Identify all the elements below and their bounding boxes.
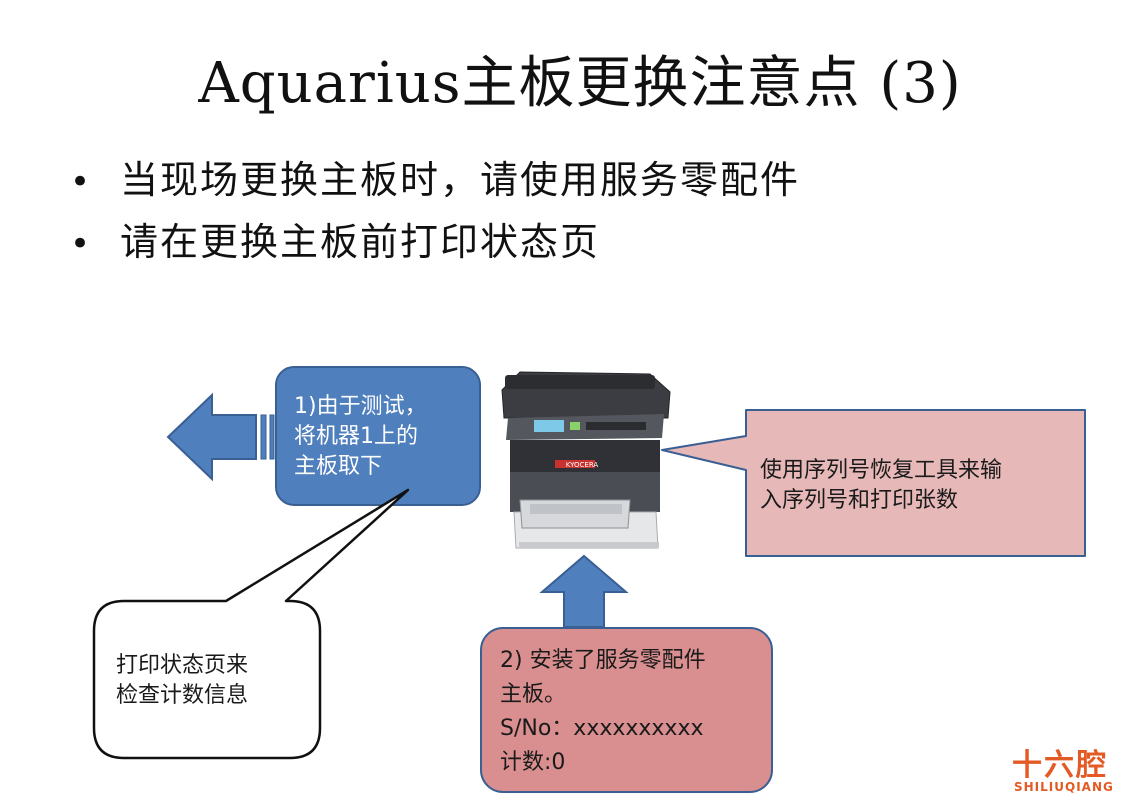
callout-line: S/No：xxxxxxxxxx (500, 716, 704, 741)
callout-line: 检查计数信息 (116, 683, 249, 708)
bullet-text: 请在更换主板前打印状态页 (120, 220, 601, 264)
callout-line: 1)由于测试， (294, 394, 427, 419)
callout-print-status (92, 488, 410, 760)
watermark-logo: 十六腔 SHILIUQIANG (1004, 740, 1132, 800)
callout-serial-tool (661, 409, 1086, 557)
bullet-text: 当现场更换主板时，请使用服务零配件 (120, 158, 801, 202)
bullet-dot: • (70, 224, 93, 264)
callout-remove-board (275, 366, 481, 506)
bullet-item: • 当现场更换主板时，请使用服务零配件 (70, 150, 800, 212)
bullet-item: • 请在更换主板前打印状态页 (70, 212, 800, 274)
left-arrow (166, 392, 275, 482)
callout-line: 将机器1上的 (294, 424, 418, 449)
bullet-list: • 当现场更换主板时，请使用服务零配件 • 请在更换主板前打印状态页 (70, 150, 800, 274)
printer-illustration (501, 371, 671, 549)
callout-serial-tool-text: 使用序列号恢复工具来输 入序列号和打印张数 (760, 456, 1002, 516)
printer-brand-label: KYOCERA (566, 461, 599, 469)
callout-print-status-text: 打印状态页来 检查计数信息 (116, 651, 248, 711)
callout-line: 主板。 (500, 682, 567, 707)
callout-line: 打印状态页来 (116, 653, 249, 678)
bullet-dot: • (70, 162, 93, 202)
slide-title: Aquarius主板更换注意点 (3) (198, 51, 962, 116)
callout-install-part-text: 2) 安装了服务零配件 主板。 S/No：xxxxxxxxxx 计数:0 (500, 644, 706, 780)
watermark-main: 十六腔 (1012, 748, 1108, 783)
watermark-sub: SHILIUQIANG (1014, 780, 1114, 794)
callout-install-part (480, 627, 773, 793)
callout-line: 主板取下 (294, 454, 383, 479)
callout-line: 入序列号和打印张数 (760, 488, 959, 513)
callout-remove-board-text: 1)由于测试， 将机器1上的 主板取下 (294, 392, 427, 482)
callout-line: 计数:0 (500, 750, 566, 775)
callout-line: 2) 安装了服务零配件 (500, 648, 706, 673)
up-arrow (539, 554, 629, 628)
callout-line: 使用序列号恢复工具来输 (760, 458, 1003, 483)
